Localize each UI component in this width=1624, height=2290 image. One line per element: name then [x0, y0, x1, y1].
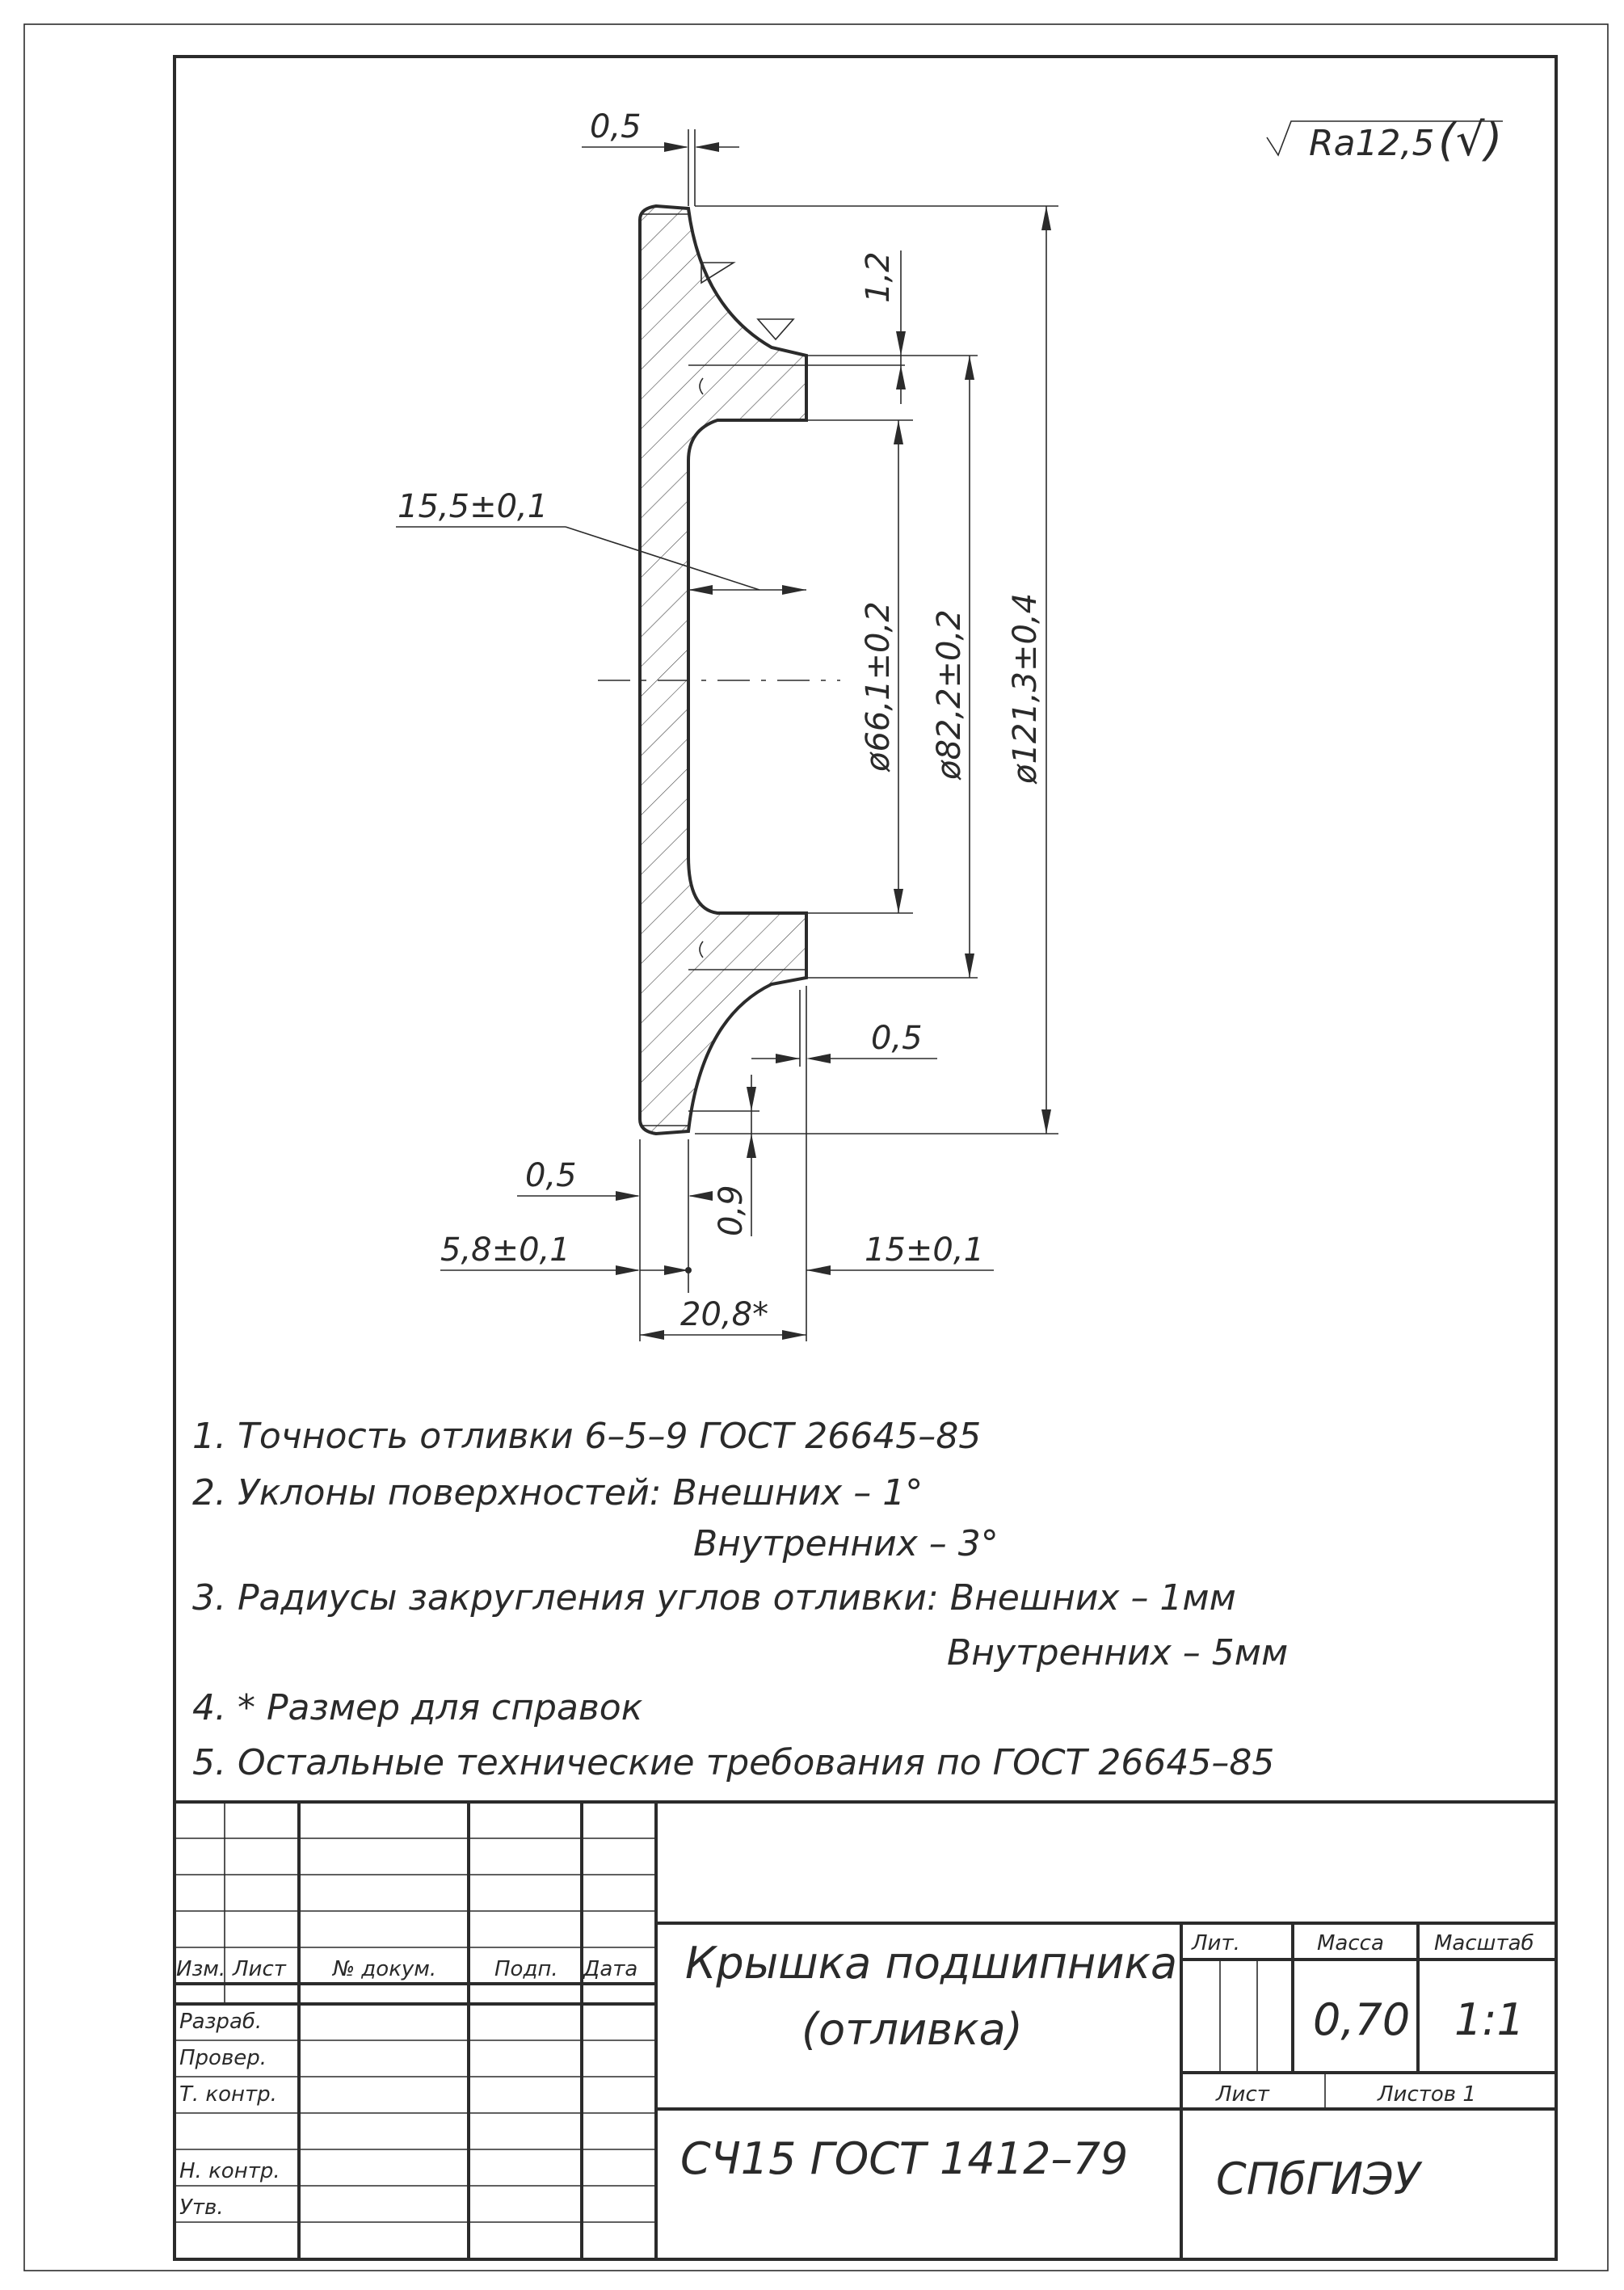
dim-flange-thickness: 5,8±0,1	[440, 1231, 692, 1275]
organization: СПбГИЭУ	[1216, 2153, 1423, 2204]
header-scale: Масштаб	[1434, 1931, 1534, 1955]
dim-dia-mid-text: ø82,2±0,2	[931, 609, 968, 781]
label-developed: Разраб.	[179, 2010, 262, 2034]
dim-dia-outer: ø121,3±0,4	[1007, 206, 1051, 1134]
header-sheets: Листов 1	[1377, 2082, 1476, 2107]
label-checked: Провер.	[179, 2046, 267, 2070]
note-2-cont: Внутренних – 3°	[693, 1523, 999, 1564]
dim-boss-length-text: 15±0,1	[865, 1231, 984, 1269]
part-section	[638, 204, 808, 1136]
label-list: Лист	[232, 1957, 287, 1981]
extension-lines	[639, 129, 1058, 1341]
material-spec: СЧ15 ГОСТ 1412–79	[680, 2133, 1128, 2184]
note-5: 5. Остальные технические требования по Г…	[192, 1742, 1274, 1783]
dim-dia-inner-text: ø66,1±0,2	[860, 601, 897, 772]
dim-step-height: 1,2	[860, 250, 906, 404]
dim-flange-wall-top: 0,5	[582, 108, 739, 152]
scale-value: 1:1	[1454, 1994, 1525, 2045]
label-norm-control: Н. контр.	[179, 2159, 280, 2183]
inner-frame	[173, 55, 1558, 2261]
label-tech-control: Т. контр.	[179, 2082, 277, 2107]
note-4: 4. * Размер для справок	[192, 1687, 643, 1728]
base-marks	[701, 262, 795, 341]
note-1: 1. Точность отливки 6–5–9 ГОСТ 26645–85	[192, 1416, 981, 1457]
mass-value: 0,70	[1313, 1994, 1410, 2045]
part-title-line2: (отливка)	[801, 2004, 1023, 2055]
technical-notes: 1. Точность отливки 6–5–9 ГОСТ 26645–85 …	[192, 1416, 1288, 1783]
dim-total-length: 20,8*	[640, 1296, 806, 1340]
roughness-suffix: (√)	[1438, 114, 1502, 166]
header-lit: Лит.	[1191, 1931, 1240, 1955]
dim-bottom-step: 0,9	[713, 1075, 756, 1236]
label-sign: Подп.	[494, 1957, 558, 1981]
dim-right-wall: 0,5	[751, 990, 937, 1067]
dim-boss-length: 15±0,1	[806, 1231, 994, 1275]
note-2: 2. Уклоны поверхностей: Внешних – 1°	[192, 1472, 923, 1513]
roughness-value: Ra12,5	[1309, 123, 1435, 164]
dim-total-length-text: 20,8*	[680, 1296, 768, 1333]
label-izm: Изм.	[176, 1957, 225, 1981]
dim-dia-outer-text: ø121,3±0,4	[1007, 593, 1044, 785]
label-approved: Утв.	[179, 2195, 224, 2220]
header-mass: Масса	[1317, 1931, 1384, 1955]
outer-frame	[23, 23, 1609, 2271]
dim-left-wall: 0,5	[517, 1157, 713, 1201]
dim-dia-inner: ø66,1±0,2	[860, 420, 903, 913]
part-title-line1: Крышка подшипника	[685, 1938, 1177, 1989]
dim-left-wall-text: 0,5	[525, 1157, 577, 1194]
label-doc: № докум.	[331, 1957, 436, 1981]
note-3: 3. Радиусы закругления углов отливки: Вн…	[192, 1577, 1236, 1619]
dim-flange-thickness-text: 5,8±0,1	[440, 1231, 570, 1269]
header-sheet: Лист	[1215, 2082, 1270, 2107]
note-3-cont: Внутренних – 5мм	[947, 1632, 1288, 1673]
dim-right-wall-text: 0,5	[871, 1020, 923, 1057]
label-date: Дата	[583, 1957, 637, 1981]
dim-inner-depth-text: 15,5±0,1	[398, 488, 548, 525]
roughness-symbol: Ra12,5 (√)	[1266, 114, 1503, 166]
dim-dia-mid: ø82,2±0,2	[931, 356, 974, 978]
dim-bottom-step-text: 0,9	[713, 1185, 750, 1236]
dim-step-height-text: 1,2	[860, 251, 897, 303]
dim-flange-wall-top-text: 0,5	[590, 108, 642, 145]
dim-inner-depth: 15,5±0,1	[396, 488, 806, 595]
title-block: Изм. Лист № докум. Подп. Дата Разраб. Пр…	[173, 1800, 1558, 2261]
